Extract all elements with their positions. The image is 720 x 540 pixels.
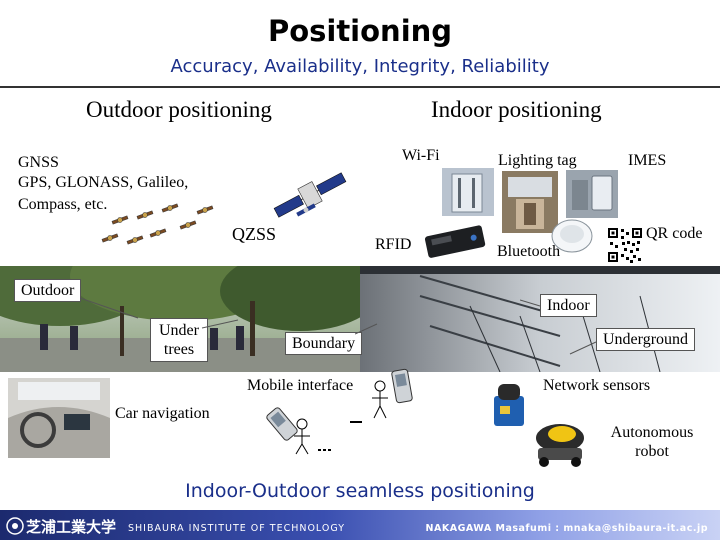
boundary-pointer — [355, 323, 378, 335]
indoor-heading: Indoor positioning — [431, 97, 602, 122]
imes-device-photo — [566, 170, 618, 218]
mobile-interface-label: Mobile interface — [247, 377, 354, 394]
footer-bar — [0, 510, 720, 540]
lighting-tag-label: Lighting tag — [498, 152, 577, 169]
autonomous-robot-label: Autonomous robot — [606, 423, 698, 461]
indoor-pointer — [520, 299, 541, 307]
slide-title: Positioning — [267, 14, 453, 48]
under-trees-callout: Under trees — [150, 318, 208, 362]
lighting-tag-photo — [502, 171, 558, 233]
university-logo-text: 芝浦工業大学 — [26, 518, 117, 536]
slide-subtitle: Accuracy, Availability, Integrity, Relia… — [170, 56, 550, 77]
wifi-label: Wi-Fi — [402, 147, 440, 164]
bluetooth-beacon-icon — [551, 219, 593, 253]
header-divider — [0, 86, 720, 88]
boundary-callout: Boundary — [285, 332, 363, 355]
under-trees-line2: trees — [163, 341, 195, 358]
outdoor-pointer — [80, 297, 139, 319]
network-sensor-icon — [494, 384, 524, 426]
bluetooth-label: Bluetooth — [497, 243, 561, 260]
indoor-callout: Indoor — [540, 294, 597, 317]
author-contact: NAKAGAWA Masafumi : mnaka@shibaura-it.ac… — [425, 523, 708, 534]
imes-label: IMES — [628, 152, 667, 169]
institute-name: SHIBAURA INSTITUTE OF TECHNOLOGY — [128, 523, 346, 534]
network-sensors-label: Network sensors — [543, 377, 651, 394]
underground-pointer — [569, 341, 597, 355]
mobile-users-illustration — [266, 368, 413, 455]
autonomous-line2: robot — [635, 443, 669, 460]
gnss-more-label: Compass, etc. — [18, 196, 108, 213]
under-trees-line1: Under — [159, 322, 199, 339]
qr-code-label: QR code — [646, 225, 703, 242]
seamless-positioning-label: Indoor-Outdoor seamless positioning — [185, 480, 535, 502]
autonomous-line1: Autonomous — [610, 424, 694, 441]
car-navigation-label: Car navigation — [115, 405, 210, 422]
gnss-systems-label: GPS, GLONASS, Galileo, — [18, 174, 189, 191]
autonomous-robot-icon — [536, 424, 584, 467]
satellite-constellation-icon — [101, 203, 214, 245]
underground-callout: Underground — [596, 328, 696, 351]
qzss-label: QZSS — [232, 224, 277, 244]
university-logo-icon — [6, 517, 24, 535]
rfid-label: RFID — [375, 236, 412, 253]
qzss-satellite-icon — [273, 172, 347, 218]
gnss-label: GNSS — [18, 154, 59, 171]
qr-code-icon — [606, 226, 644, 264]
car-dashboard-photo — [8, 378, 110, 458]
wifi-access-point-icon — [442, 168, 494, 216]
outdoor-heading: Outdoor positioning — [86, 97, 272, 122]
rfid-reader-icon — [424, 225, 486, 258]
outdoor-callout: Outdoor — [14, 279, 82, 302]
under-trees-pointer — [201, 319, 239, 329]
